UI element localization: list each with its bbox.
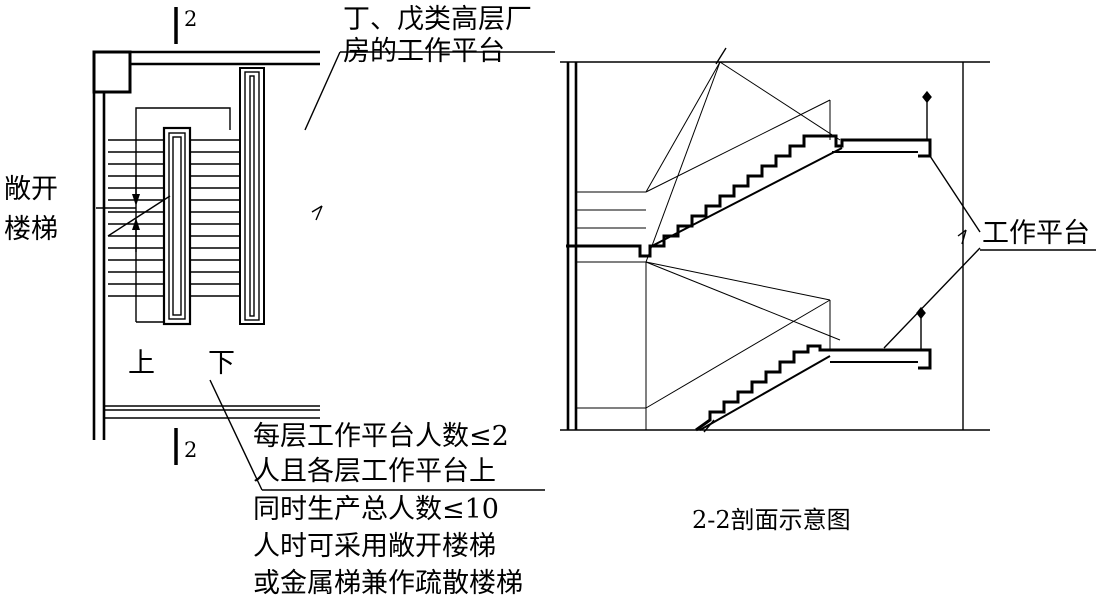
section-caption: 2-2剖面示意图 <box>692 506 851 534</box>
section-mark-bottom: 2 <box>184 438 197 462</box>
break-mark <box>311 205 323 213</box>
lower-flight <box>695 344 932 432</box>
note-line4: 人时可采用敞开楼梯 <box>253 531 496 562</box>
note-line3: 同时生产总人数≤10 <box>253 494 499 525</box>
upper-post-diamond-icon <box>922 90 932 104</box>
upper-flight-upper-edge <box>651 147 843 247</box>
workshop-label-line2: 房的工作平台 <box>343 36 505 67</box>
up-label: 上 <box>128 348 155 379</box>
platform-label: 工作平台 <box>982 218 1090 249</box>
stair-well <box>162 126 192 326</box>
open-stair-leader-slant <box>107 195 171 237</box>
landing-outline <box>135 107 231 130</box>
note-line1: 每层工作平台人数≤2 <box>253 421 509 452</box>
open-stair-label-line2: 楼梯 <box>4 214 58 245</box>
workshop-leader <box>304 51 341 131</box>
upper-flight-lower-edge <box>566 134 932 258</box>
plan-walls <box>92 50 320 440</box>
workshop-label-line1: 丁、戊类高层厂 <box>343 4 532 35</box>
plan-view <box>92 7 555 491</box>
note-leader <box>209 379 263 491</box>
section-view <box>560 47 1096 433</box>
note-line2: 人且各层工作平台上 <box>253 456 496 487</box>
stair-treads <box>108 130 240 323</box>
down-label: 下 <box>208 348 235 379</box>
note-line5: 或金属梯兼作疏散楼梯 <box>253 568 523 599</box>
section-mark-top: 2 <box>184 7 197 31</box>
platform-leader-lower <box>883 247 981 349</box>
work-platform-rail <box>239 67 265 325</box>
railing-lines <box>575 61 841 430</box>
platform-leader-upper <box>929 155 981 233</box>
open-stair-label-line1: 敞开 <box>4 174 58 205</box>
